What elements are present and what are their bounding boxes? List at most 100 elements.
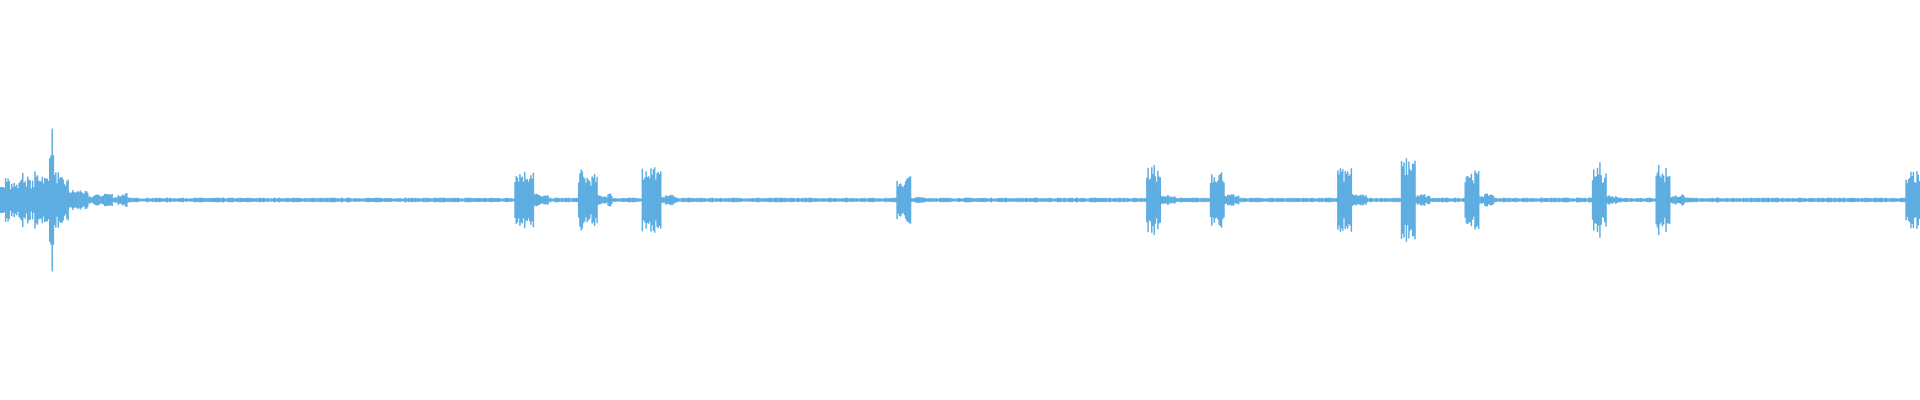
waveform-sample bbox=[1716, 197, 1719, 203]
waveform-sample bbox=[991, 198, 994, 202]
waveform-sample bbox=[647, 176, 650, 224]
waveform-sample bbox=[1075, 197, 1077, 203]
waveform-sample bbox=[1, 187, 3, 213]
waveform-sample bbox=[1337, 170, 1339, 230]
waveform-sample bbox=[1048, 198, 1050, 202]
waveform-sample bbox=[1302, 197, 1305, 203]
waveform-sample bbox=[809, 197, 811, 203]
waveform-sample bbox=[1395, 198, 1398, 202]
waveform-sample bbox=[1130, 198, 1132, 202]
waveform-sample bbox=[1417, 196, 1420, 204]
waveform-sample bbox=[348, 197, 351, 203]
waveform-sample bbox=[128, 197, 131, 203]
waveform-sample bbox=[1072, 198, 1075, 202]
waveform-sample bbox=[173, 198, 176, 202]
waveform-sample bbox=[846, 197, 848, 203]
waveform-sample bbox=[491, 197, 493, 203]
waveform-sample bbox=[989, 197, 991, 203]
waveform-sample bbox=[36, 175, 39, 225]
waveform-sample bbox=[770, 197, 772, 203]
waveform-sample bbox=[587, 179, 590, 221]
waveform-sample bbox=[706, 198, 708, 202]
waveform-sample bbox=[1351, 194, 1354, 206]
waveform-sample bbox=[611, 195, 613, 205]
waveform-sample bbox=[1031, 198, 1033, 202]
waveform-sample bbox=[1225, 196, 1228, 204]
waveform-sample bbox=[30, 188, 33, 212]
waveform-sample bbox=[1421, 194, 1424, 206]
waveform-sample bbox=[1403, 162, 1405, 238]
waveform-sample bbox=[159, 197, 161, 203]
waveform-sample bbox=[743, 198, 745, 202]
waveform-sample bbox=[1211, 174, 1213, 226]
waveform-sample bbox=[255, 198, 258, 202]
waveform-sample bbox=[269, 198, 271, 202]
waveform-sample bbox=[1241, 198, 1244, 202]
waveform-sample bbox=[794, 198, 797, 202]
waveform-sample bbox=[565, 197, 568, 203]
waveform-sample bbox=[799, 198, 802, 202]
waveform-sample bbox=[1442, 197, 1444, 203]
waveform-sample bbox=[66, 181, 68, 219]
waveform-sample bbox=[1268, 198, 1271, 202]
waveform-sample bbox=[1166, 195, 1169, 205]
waveform-sample bbox=[892, 197, 895, 203]
waveform-sample bbox=[40, 181, 42, 219]
waveform-sample bbox=[630, 198, 633, 202]
waveform-sample bbox=[1680, 196, 1682, 204]
waveform-sample bbox=[1796, 198, 1798, 202]
waveform-sample bbox=[1080, 198, 1082, 202]
waveform-sample bbox=[101, 196, 104, 204]
waveform-sample bbox=[1402, 166, 1404, 234]
waveform-sample bbox=[344, 198, 346, 202]
waveform-sample bbox=[176, 198, 178, 202]
waveform-sample bbox=[667, 196, 669, 204]
waveform-sample bbox=[756, 197, 759, 203]
waveform-sample bbox=[729, 198, 732, 202]
waveform-sample bbox=[1493, 197, 1496, 203]
waveform-sample bbox=[900, 183, 902, 217]
waveform-sample bbox=[1525, 197, 1528, 203]
waveform-sample bbox=[568, 197, 570, 203]
waveform-sample bbox=[1856, 198, 1858, 202]
waveform-sample bbox=[1308, 198, 1311, 202]
waveform-sample bbox=[726, 198, 728, 202]
waveform-sample bbox=[94, 195, 96, 205]
waveform-sample bbox=[1354, 195, 1356, 205]
waveform-sample bbox=[964, 197, 967, 203]
waveform-sample bbox=[1710, 198, 1713, 202]
waveform-sample bbox=[1755, 198, 1758, 202]
waveform-sample bbox=[1056, 197, 1059, 203]
waveform-sample bbox=[184, 198, 187, 202]
waveform-sample bbox=[527, 181, 530, 219]
waveform-sample bbox=[1784, 198, 1786, 202]
waveform-sample bbox=[224, 198, 226, 202]
waveform-sample bbox=[1028, 198, 1031, 202]
waveform-sample bbox=[1695, 197, 1698, 203]
waveform-sample bbox=[1650, 197, 1653, 203]
waveform-sample bbox=[1284, 198, 1286, 202]
waveform-sample bbox=[258, 197, 260, 203]
waveform-sample bbox=[767, 198, 770, 202]
waveform-sample bbox=[1552, 198, 1555, 202]
waveform-sample bbox=[750, 198, 753, 202]
waveform-sample bbox=[315, 198, 318, 202]
waveform-sample bbox=[1117, 197, 1120, 203]
waveform-sample bbox=[233, 198, 236, 202]
waveform-sample bbox=[99, 195, 101, 205]
waveform-sample bbox=[494, 198, 497, 202]
waveform-sample bbox=[748, 198, 750, 202]
waveform-sample bbox=[1299, 198, 1301, 202]
waveform-sample bbox=[689, 198, 691, 202]
waveform-sample bbox=[933, 198, 935, 202]
waveform-sample bbox=[1380, 197, 1382, 203]
waveform-sample bbox=[1917, 174, 1920, 226]
waveform-sample bbox=[1133, 197, 1136, 203]
waveform-sample bbox=[1082, 197, 1084, 203]
waveform-sample bbox=[31, 180, 34, 220]
waveform-sample bbox=[1577, 197, 1579, 203]
waveform-sample bbox=[1628, 198, 1631, 202]
waveform-sample bbox=[1051, 198, 1054, 202]
waveform-sample bbox=[197, 198, 199, 202]
waveform-sample bbox=[1496, 198, 1498, 202]
